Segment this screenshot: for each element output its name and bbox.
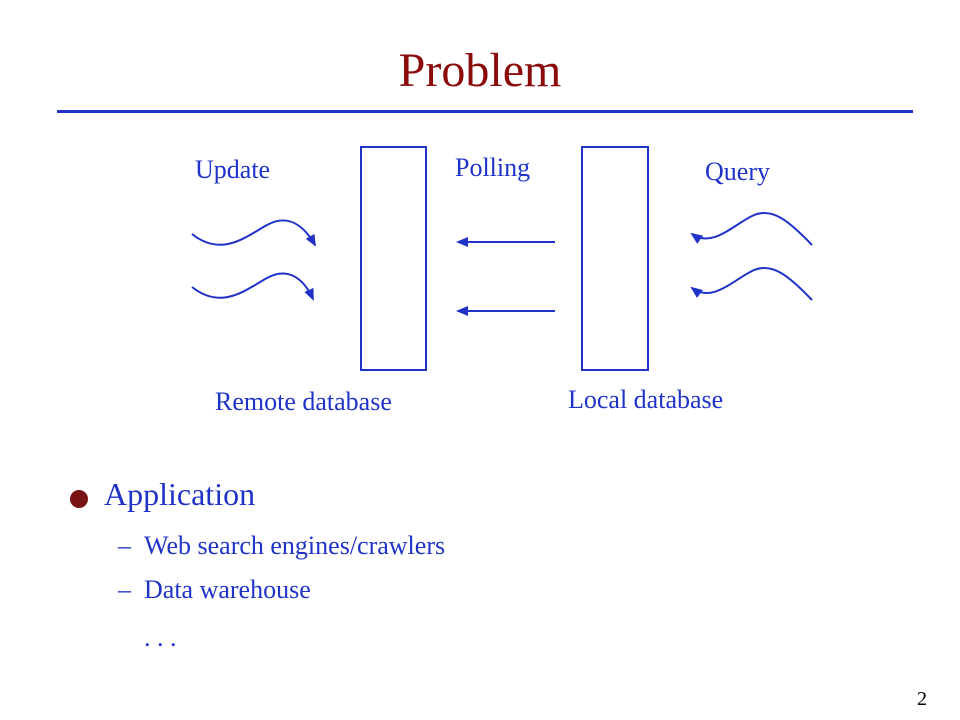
query-label: Query [705, 157, 770, 186]
sub-item-data-warehouse: –Data warehouse [118, 572, 311, 608]
bullet-dot-icon [70, 490, 88, 508]
ellipsis: . . . [144, 623, 177, 652]
local-database-label: Local database [568, 385, 723, 414]
sub-item-dash: – [118, 575, 131, 604]
slide-title: Problem [398, 44, 562, 97]
query-wave-icon [690, 211, 813, 246]
page-number: 2 [917, 688, 927, 710]
polling-label: Polling [455, 153, 530, 182]
local-database-box [581, 146, 649, 371]
title-divider [57, 110, 913, 113]
query-wave-icon [690, 266, 813, 301]
sub-item-dash: – [118, 531, 131, 560]
remote-database-label: Remote database [215, 387, 392, 416]
bullet-main-text: Application [104, 476, 256, 512]
update-wave-icon [191, 219, 316, 247]
update-wave-icon [191, 272, 314, 301]
sub-item-text: Web search engines/crawlers [144, 531, 446, 560]
update-label: Update [195, 155, 270, 184]
sub-item-text: Data warehouse [144, 575, 311, 604]
sub-item-web-search: –Web search engines/crawlers [118, 528, 445, 564]
remote-database-box [360, 146, 427, 371]
